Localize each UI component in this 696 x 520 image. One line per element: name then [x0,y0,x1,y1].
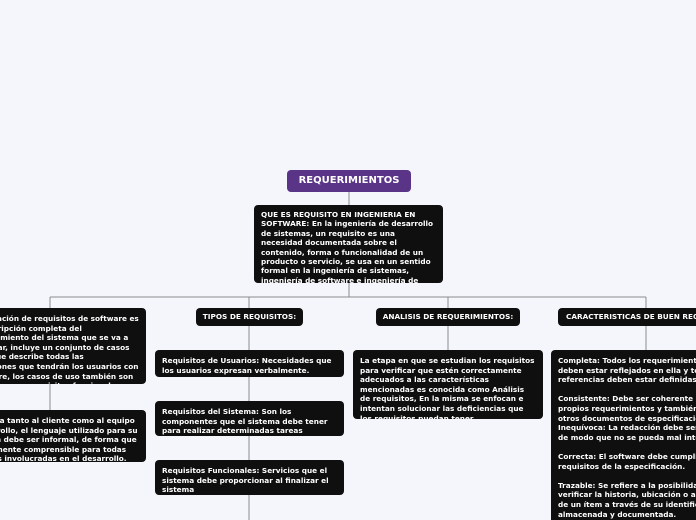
tipo-sistema-node[interactable]: Requisitos del Sistema: Son los componen… [155,401,344,436]
tipo-usuarios-node[interactable]: Requisitos de Usuarios: Necesidades que … [155,350,344,377]
tipos-node[interactable]: TIPOS DE REQUISITOS: [196,308,303,326]
root-node[interactable]: REQUERIMIENTOS [287,170,411,192]
especificacion-child-node[interactable]: Es dirigida tanto al cliente como al equ… [0,410,146,462]
tipo-funcionales-node[interactable]: Requisitos Funcionales: Servicios que el… [155,460,344,495]
definition-node[interactable]: QUE ES REQUISITO EN INGENIERIA EN SOFTWA… [254,205,443,283]
analisis-node[interactable]: ANALISIS DE REQUERIMIENTOS: [376,308,520,326]
especificacion-node[interactable]: Especificación de requisitos de software… [0,308,146,384]
caracteristicas-node[interactable]: CARACTERISTICAS DE BUEN REQUISITO [558,308,696,326]
caracteristicas-child-node[interactable]: Completa: Todos los requerimientos deben… [551,350,696,520]
analisis-child-node[interactable]: La etapa en que se estudian los requisit… [353,350,543,419]
